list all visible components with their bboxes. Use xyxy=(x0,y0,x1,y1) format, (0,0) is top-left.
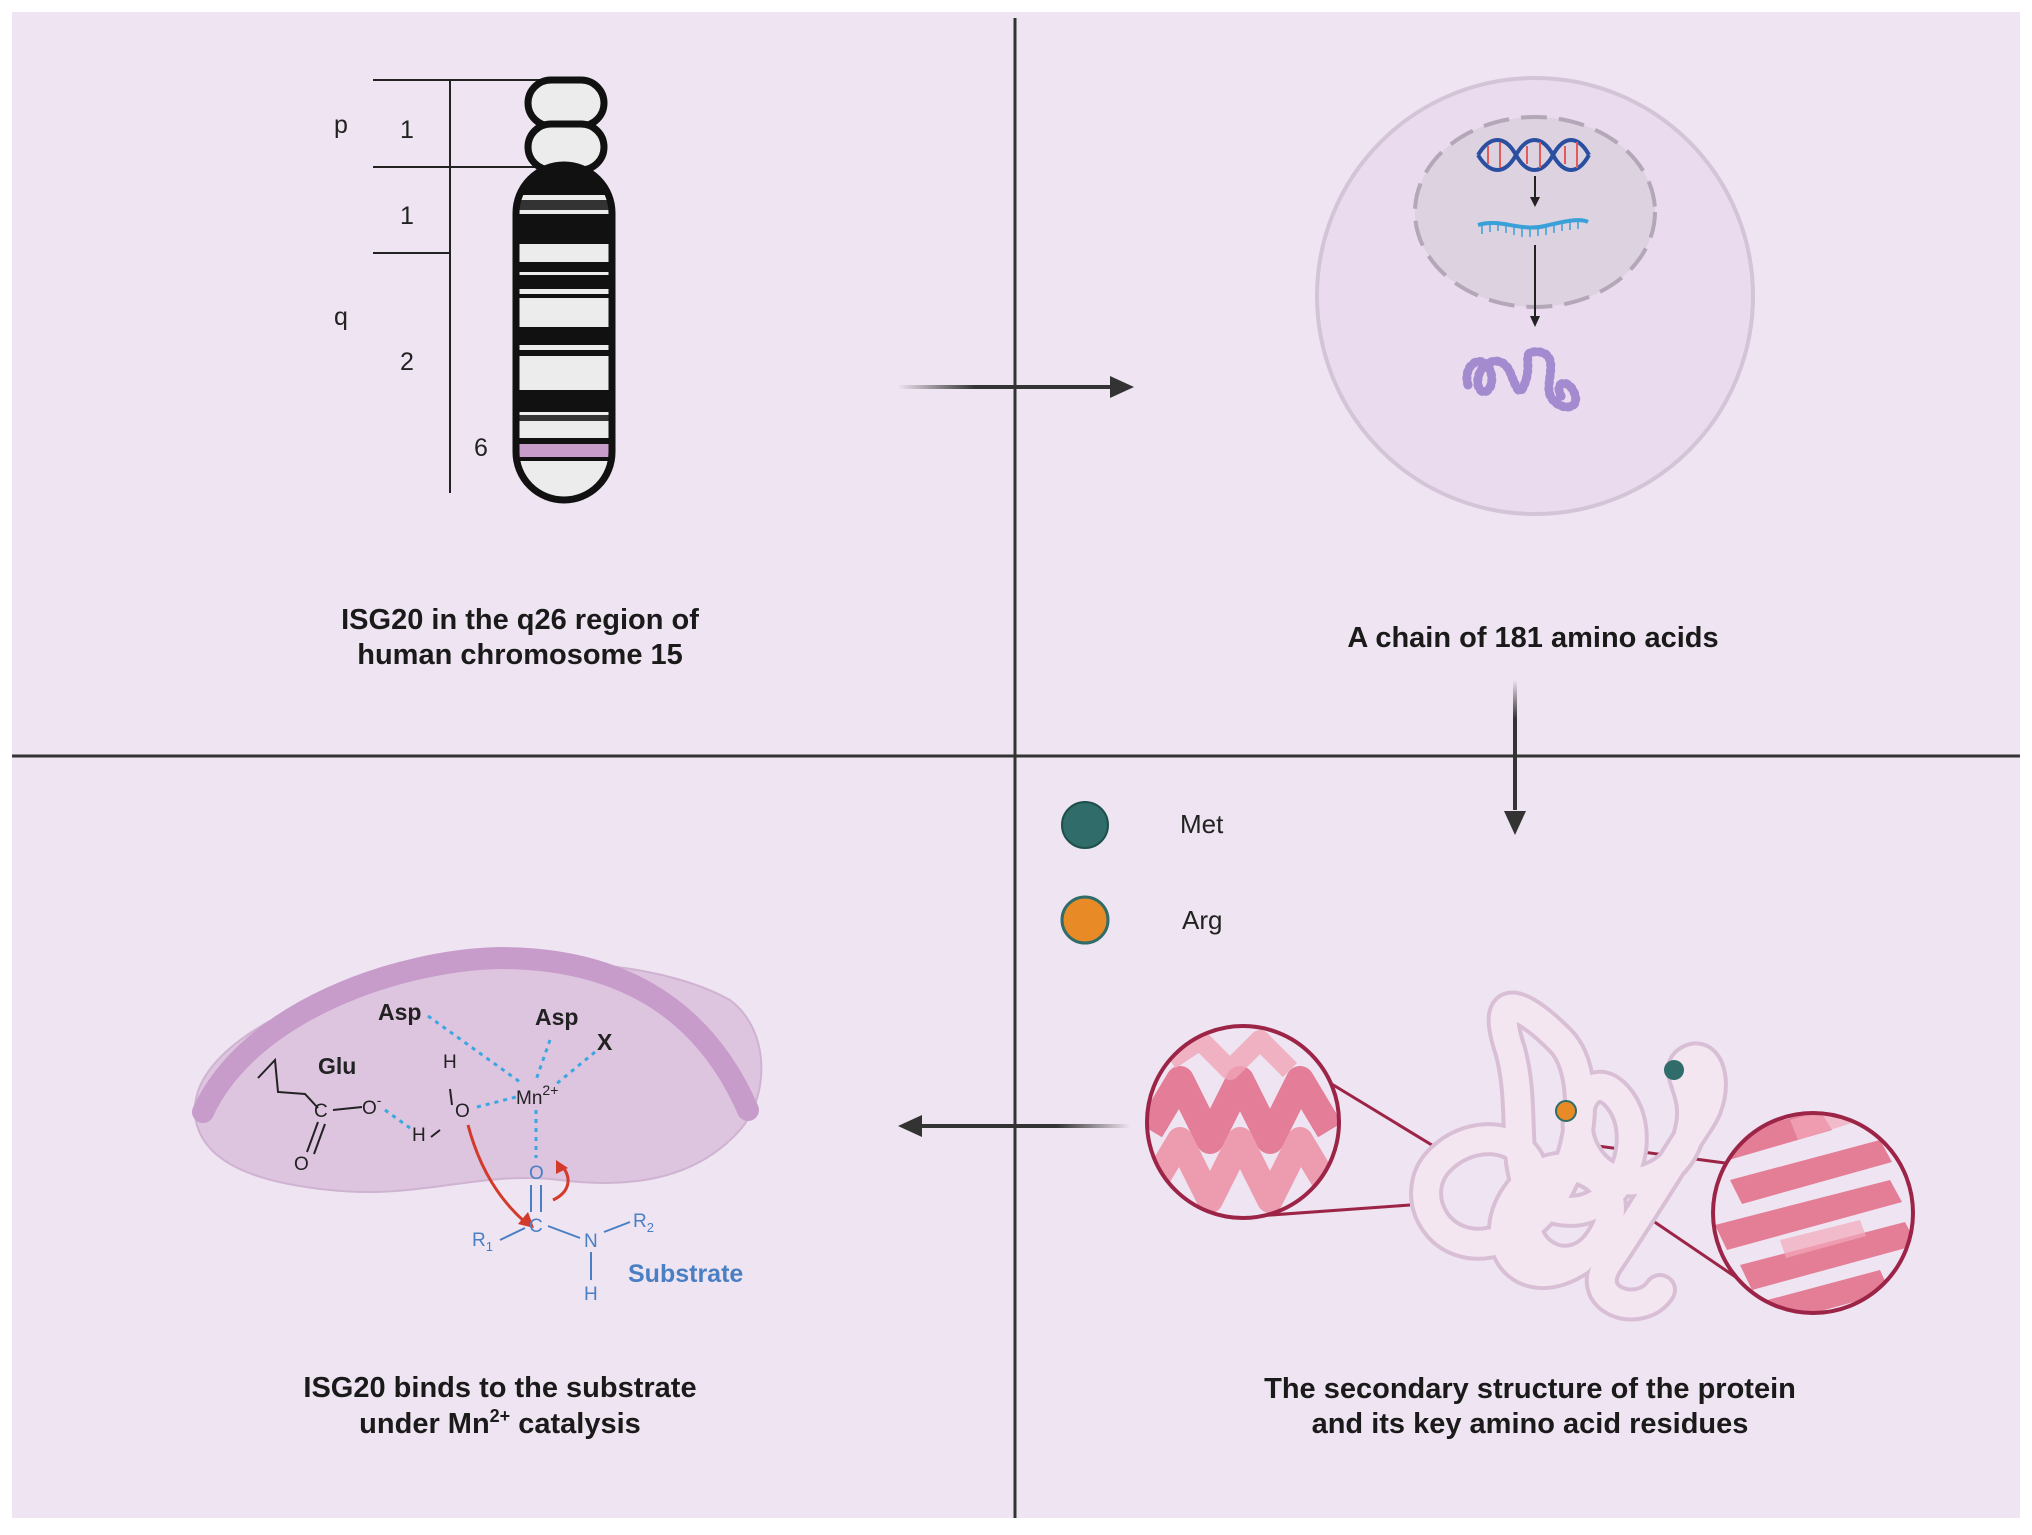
dna-helix-icon xyxy=(1476,138,1591,172)
beta-sheet-lens xyxy=(1711,1111,1915,1315)
arg-swatch xyxy=(1060,895,1110,945)
alpha-helix-lens xyxy=(1145,1024,1341,1220)
band-q2-label: 2 xyxy=(400,348,414,376)
secondary-caption-line1: The secondary structure of the protein xyxy=(1264,1373,1796,1405)
arm-p-label: p xyxy=(334,111,348,139)
met-residue-marker xyxy=(1664,1060,1684,1080)
legend: Met Arg xyxy=(1060,801,1224,945)
group-r1: R1 xyxy=(472,1230,493,1254)
residue-glu: Glu xyxy=(318,1053,356,1079)
arrow-right xyxy=(898,376,1134,398)
coordination-bonds xyxy=(384,1014,596,1158)
translation-panel: A chain of 181 amino acids xyxy=(1315,76,1755,654)
arrow-left xyxy=(898,1115,1130,1137)
band-q1-label: 1 xyxy=(400,202,414,230)
nucleophilic-attack-arrow xyxy=(466,1124,526,1224)
secondary-panel: Met Arg xyxy=(1060,801,1915,1440)
atom-o-water: O xyxy=(455,1101,470,1122)
metal-ion: Mn2+ xyxy=(516,1082,558,1109)
residue-asp2: Asp xyxy=(535,1004,578,1030)
band-p1-label: 1 xyxy=(400,116,414,144)
mrna-icon xyxy=(1477,218,1589,237)
substrate-label: Substrate xyxy=(628,1260,743,1288)
atom-h-water-top: H xyxy=(443,1052,457,1073)
catalysis-panel: Asp Asp X Glu C O- O H O H Mn2+ O C N H … xyxy=(192,946,763,1440)
arm-q-label: q xyxy=(334,303,348,331)
atom-o-glu-double: O xyxy=(294,1154,309,1175)
arrow-down xyxy=(1504,680,1526,835)
legend-item-arg: Arg xyxy=(1060,895,1222,945)
enzyme-rim xyxy=(192,946,759,1123)
legend-arg-label: Arg xyxy=(1182,905,1222,935)
atom-n-substrate: N xyxy=(584,1231,598,1252)
atom-o-glu-minus: O- xyxy=(362,1092,382,1119)
atom-c-substrate: C xyxy=(529,1216,543,1237)
atom-o-substrate: O xyxy=(529,1163,544,1184)
residue-asp1: Asp xyxy=(378,999,421,1025)
q26-band-highlight xyxy=(516,444,612,457)
chromosome-panel: p q 1 1 2 6 xyxy=(334,76,699,671)
polypeptide-icon xyxy=(1462,347,1581,412)
chromosome-caption-line2: human chromosome 15 xyxy=(357,639,683,671)
atom-h-substrate: H xyxy=(584,1284,598,1305)
band-6-label: 6 xyxy=(474,434,488,462)
chromosome-caption-line1: ISG20 in the q26 region of xyxy=(341,604,699,636)
atom-h-water-left: H xyxy=(412,1125,426,1146)
chromosome-drawing xyxy=(512,76,616,504)
atom-c-glu: C xyxy=(314,1101,328,1122)
group-r2: R2 xyxy=(633,1211,654,1235)
catalysis-caption-line1: ISG20 binds to the substrate xyxy=(303,1372,696,1404)
secondary-caption-line2: and its key amino acid residues xyxy=(1312,1408,1749,1440)
met-swatch xyxy=(1061,801,1109,849)
protein-structure xyxy=(1409,990,1728,1322)
translation-caption: A chain of 181 amino acids xyxy=(1347,622,1718,654)
legend-met-label: Met xyxy=(1180,809,1224,839)
arg-residue-marker xyxy=(1555,1100,1577,1122)
legend-item-met: Met xyxy=(1061,801,1224,849)
catalysis-caption-line2: under Mn2+ catalysis xyxy=(359,1406,641,1440)
residue-x: X xyxy=(597,1029,613,1055)
